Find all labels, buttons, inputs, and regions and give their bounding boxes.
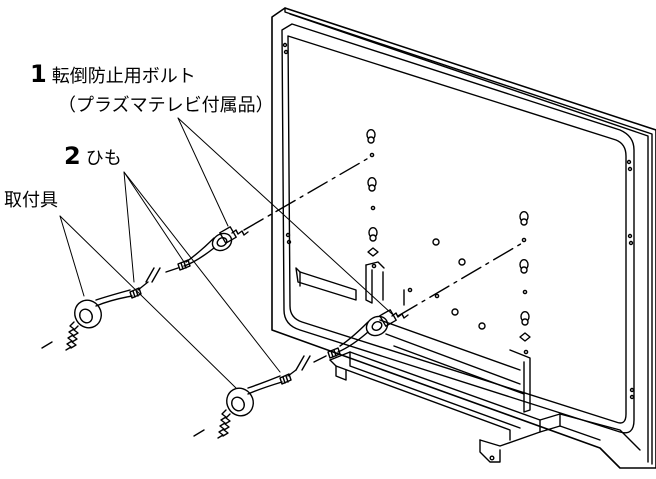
leader-lines bbox=[59, 117, 393, 389]
callout-cord-number: 2 bbox=[64, 142, 81, 170]
callout-bolt-name: 転倒防止用ボルト bbox=[51, 66, 196, 87]
upper-assembly bbox=[41, 226, 249, 351]
stand-bracket bbox=[295, 261, 641, 463]
screw-holes bbox=[366, 129, 531, 355]
lower-assembly bbox=[193, 309, 409, 439]
callout-bolt-note: （プラズマテレビ付属品） bbox=[58, 95, 274, 116]
callout-bolt: 1 転倒防止用ボルト bbox=[30, 60, 196, 88]
callout-bolt-number: 1 bbox=[30, 60, 47, 88]
callout-cord-name: ひも bbox=[85, 148, 122, 169]
alignment-lines bbox=[243, 155, 525, 317]
callout-cord: 2 ひも bbox=[64, 142, 122, 170]
tv-back-panel bbox=[271, 7, 656, 469]
callout-fixture: 取付具 bbox=[4, 190, 58, 211]
